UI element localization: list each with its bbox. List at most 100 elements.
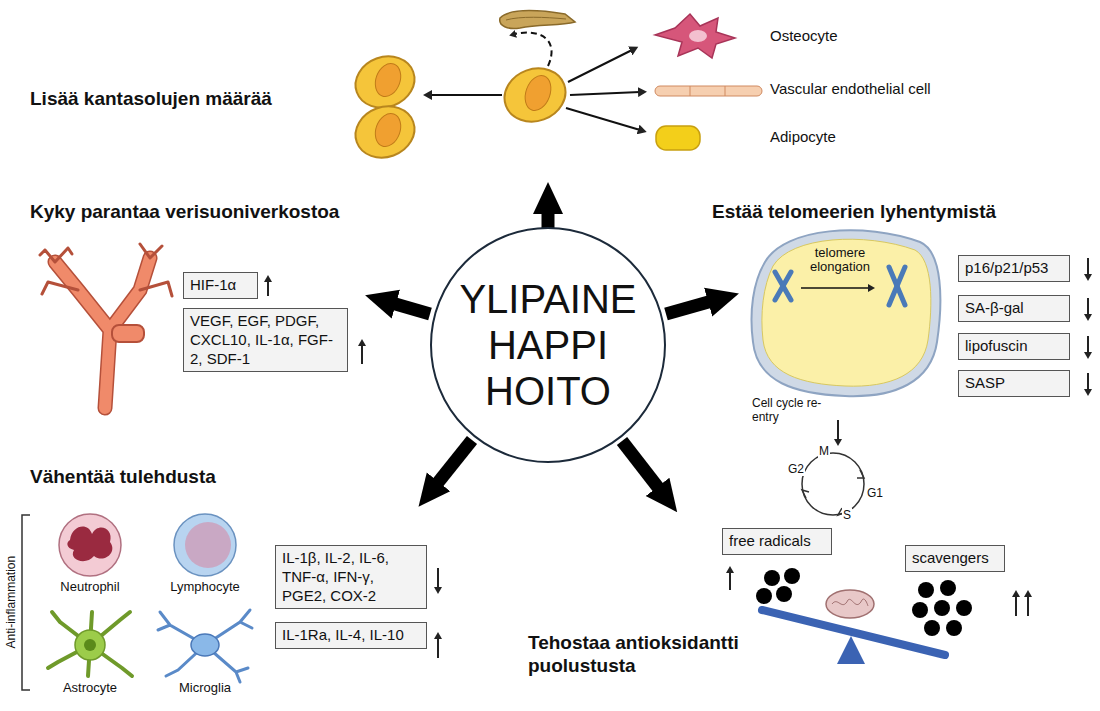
section-heading: Vähentää tulehdusta bbox=[30, 466, 216, 489]
immune-cells-part bbox=[48, 612, 132, 676]
vessel-illustration-part bbox=[112, 325, 144, 342]
antioxidant-balance-part bbox=[756, 568, 972, 636]
stem-cell-illustration bbox=[348, 11, 762, 166]
immune-cells-part bbox=[185, 522, 231, 568]
section-heading: Estää telomeerien lyhentymistä bbox=[712, 201, 996, 224]
marker-box: HIF-1α bbox=[183, 272, 258, 299]
stem-cell-illustration-part-part bbox=[568, 50, 632, 82]
cell-cycle-part bbox=[802, 453, 864, 515]
change-arrows-part bbox=[729, 572, 731, 590]
vessel-illustration-part bbox=[55, 258, 150, 408]
cell-type-label: Osteocyte bbox=[770, 27, 838, 45]
marker-box: VEGF, EGF, PDGF, CXCL10, IL-1α, FGF-2, S… bbox=[183, 308, 348, 372]
section-heading: Kyky parantaa verisuoniverkostoa bbox=[30, 201, 339, 224]
stem-cell-illustration-part-part bbox=[430, 94, 502, 96]
cell-type-label: Vascular endothelial cell bbox=[770, 80, 931, 98]
label-box: scavengers bbox=[905, 545, 1005, 572]
elongation-arrow bbox=[801, 287, 869, 289]
vessel-illustration-part-part bbox=[40, 244, 172, 296]
stem-cell-illustration-part bbox=[500, 11, 575, 29]
antioxidant-balance-part-part bbox=[934, 600, 950, 616]
antioxidant-balance-part-part bbox=[918, 582, 934, 598]
antioxidant-balance-part-part bbox=[784, 568, 800, 584]
immune-cells-part bbox=[75, 630, 105, 660]
antioxidant-balance-part bbox=[826, 590, 874, 618]
cell-cycle-part bbox=[857, 470, 864, 478]
chromosome bbox=[889, 267, 905, 305]
cell-label: Astrocyte bbox=[63, 680, 117, 696]
phase-label: G2 bbox=[787, 462, 805, 476]
marker-box: SASP bbox=[958, 370, 1070, 397]
node-text: p16/p21/p53 bbox=[965, 259, 1063, 278]
stem-cell-illustration-part bbox=[521, 72, 556, 114]
stem-cell-illustration-part bbox=[655, 86, 762, 96]
change-arrows-part bbox=[1087, 373, 1089, 390]
marker-box: SA-β-gal bbox=[958, 295, 1070, 322]
node-text: IL-1Ra, IL-4, IL-10 bbox=[282, 626, 420, 645]
stem-cell-illustration-part-part bbox=[566, 108, 640, 130]
process-label: Cell cycle re-entry bbox=[752, 396, 834, 425]
antioxidant-balance-part bbox=[837, 636, 865, 664]
main-arrows-part bbox=[436, 440, 472, 485]
main-arrows-part bbox=[392, 303, 430, 314]
chromosome bbox=[889, 267, 905, 305]
immune-cells-part bbox=[67, 527, 112, 562]
change-arrows-part bbox=[1087, 336, 1089, 353]
cell-label: Neutrophil bbox=[60, 579, 119, 595]
immune-cells bbox=[22, 514, 252, 690]
stem-cell-illustration-part bbox=[430, 50, 640, 130]
chromosome bbox=[889, 267, 905, 305]
antioxidant-balance-part-part bbox=[764, 570, 780, 586]
phase-label: M bbox=[818, 444, 830, 458]
change-arrows-part bbox=[361, 345, 363, 364]
vessel-illustration bbox=[40, 244, 172, 408]
antioxidant-balance-part-part bbox=[940, 580, 956, 596]
stem-cell-illustration-part bbox=[515, 32, 552, 66]
stem-cell-illustration-part-part bbox=[570, 92, 640, 95]
cell-label: Lymphocyte bbox=[170, 579, 240, 595]
stem-cell-illustration-part bbox=[656, 126, 700, 150]
center-title: YLIPAINE HAPPI HOITO bbox=[448, 276, 648, 414]
cell-cycle-part bbox=[802, 490, 809, 498]
marker-box: IL-1β, IL-2, IL-6, TNF-α, IFN-γ, PGE2, C… bbox=[275, 545, 427, 609]
antioxidant-balance-part-part bbox=[776, 586, 792, 602]
cell-body bbox=[762, 239, 931, 386]
node-text: SA-β-gal bbox=[965, 299, 1063, 318]
marker-box: p16/p21/p53 bbox=[958, 255, 1070, 282]
change-arrows-part bbox=[437, 638, 439, 658]
phase-label: G1 bbox=[866, 486, 884, 500]
vessel-illustration-part-part bbox=[110, 258, 150, 330]
group-label: Anti-inflammation bbox=[4, 556, 18, 649]
node-text: scavengers bbox=[912, 549, 998, 568]
stem-cell-illustration-part bbox=[725, 86, 726, 96]
main-arrows-part bbox=[622, 441, 660, 490]
center-circle: YLIPAINE HAPPI HOITO bbox=[430, 227, 666, 463]
stem-cell-illustration-part bbox=[371, 110, 405, 150]
vessel-illustration-part-part bbox=[55, 262, 110, 408]
antioxidant-balance-part-part bbox=[956, 600, 972, 616]
antioxidant-balance-part-part bbox=[946, 620, 962, 636]
change-arrows-part bbox=[437, 568, 439, 588]
phase-label: S bbox=[842, 508, 852, 522]
label-box: free radicals bbox=[722, 528, 832, 555]
vessel-illustration-part-part bbox=[110, 258, 150, 330]
change-arrows-part bbox=[837, 420, 839, 440]
vessel-illustration-part bbox=[40, 244, 172, 296]
main-arrows-part bbox=[666, 301, 712, 314]
stem-cell-illustration-part bbox=[371, 60, 405, 100]
node-text: free radicals bbox=[729, 532, 825, 551]
change-arrows bbox=[268, 258, 1088, 658]
antioxidant-balance-part-part bbox=[924, 620, 940, 636]
change-arrows-part bbox=[267, 281, 269, 296]
cell-type-label: Adipocyte bbox=[770, 128, 836, 146]
stem-cell-illustration-part bbox=[497, 60, 573, 130]
immune-cells-part-part bbox=[48, 612, 132, 676]
node-text: SASP bbox=[965, 374, 1063, 393]
antioxidant-balance-part-part bbox=[756, 588, 772, 604]
node-text: IL-1β, IL-2, IL-6, TNF-α, IFN-γ, PGE2, C… bbox=[282, 549, 420, 605]
change-arrows-part bbox=[1087, 298, 1089, 315]
change-arrows-part bbox=[1027, 596, 1029, 616]
section-heading: Tehostaa antioksidantti puolustusta bbox=[528, 632, 773, 678]
chromosome bbox=[775, 272, 791, 300]
antioxidant-balance bbox=[756, 568, 972, 664]
